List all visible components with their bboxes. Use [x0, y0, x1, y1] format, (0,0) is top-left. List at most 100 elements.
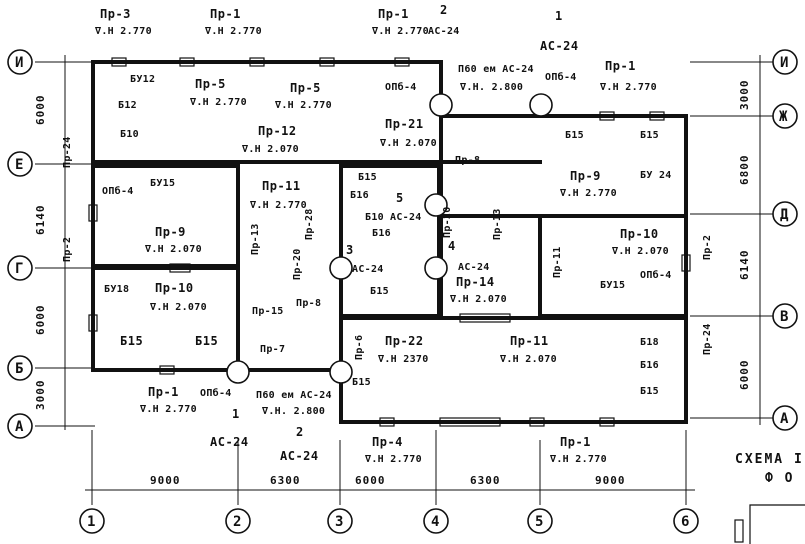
section-markers	[226, 93, 553, 384]
label-n2-top: 2	[440, 3, 448, 17]
label-opb4-top: ОПб-4	[545, 71, 577, 83]
label-b16b: Б16	[640, 360, 659, 371]
label-pr20-mid: Пр-20	[292, 248, 303, 280]
label-pr24-right: Пр-24	[702, 323, 713, 355]
label-pr5a: Пр-5	[195, 77, 226, 91]
label-pr14: Пр-14	[456, 275, 495, 289]
dim-left-2: 6140	[34, 205, 47, 236]
walls	[91, 60, 688, 424]
label-pr4-elev: ∇.Н 2.770	[364, 454, 422, 465]
openings	[88, 57, 691, 427]
axis-grid-horizontal	[35, 55, 775, 430]
label-bu12: БУ12	[130, 74, 155, 85]
dim-bottom-1: 9000	[150, 474, 181, 487]
label-pr3: Пр-3	[100, 7, 131, 21]
axis-right-zh: Ж	[779, 109, 788, 125]
label-pr3-elev: ∇.Н 2.770	[94, 26, 152, 37]
axis-2: 2	[233, 514, 241, 530]
axis-right-a: А	[780, 411, 789, 427]
label-b15-mid: Б15	[358, 172, 377, 183]
axis-left-g: Г	[15, 261, 23, 277]
label-pr7: Пр-7	[260, 344, 285, 355]
label-pr1-top: Пр-1	[210, 7, 241, 21]
label-n1-top: 1	[555, 9, 563, 23]
dim-bottom-4: 6300	[470, 474, 501, 487]
axis-left-b: Б	[15, 361, 23, 377]
label-b12: Б12	[118, 100, 137, 111]
inset-frame	[734, 504, 805, 544]
label-pr1-right: Пр-1	[605, 59, 636, 73]
label-pr12-elev: ∇.Н 2.070	[241, 144, 299, 155]
label-pr21: Пр-21	[385, 117, 424, 131]
label-pr11-right: Пр-11	[510, 334, 549, 348]
label-pr10-right-elev: ∇.Н 2.070	[611, 246, 669, 257]
label-pr10-left-elev: ∇.Н 2.070	[149, 302, 207, 313]
label-opb4-bot: ОПб-4	[200, 387, 232, 399]
label-opb4-left: ОПб-4	[102, 185, 134, 197]
label-vn2800: ∇.Н. 2.800	[459, 82, 523, 93]
label-pr20-right: Пр-20	[442, 206, 453, 238]
dim-bottom-3: 6000	[355, 474, 386, 487]
label-ac24-bot: АС-24	[210, 435, 249, 449]
label-pr8b: Пр-8	[296, 298, 321, 309]
label-b15-mid2: Б15	[370, 286, 389, 297]
label-pr9-right-elev: ∇.Н 2.770	[559, 188, 617, 199]
label-b15-left2: Б15	[195, 334, 218, 348]
label-pr28: Пр-28	[304, 208, 315, 240]
dim-right-3: 6140	[738, 250, 751, 281]
axis-5: 5	[535, 514, 543, 530]
label-pr14-elev: ∇.Н 2.070	[449, 294, 507, 305]
label-pr5a-elev: ∇.Н 2.770	[189, 97, 247, 108]
label-pr12: Пр-12	[258, 124, 297, 138]
label-b15-top: Б15	[565, 130, 584, 141]
label-b18: Б18	[640, 337, 659, 348]
label-ac24-mid3: АС-24	[458, 262, 490, 273]
label-ac24-mid2: АС-24	[352, 264, 384, 275]
label-pr1-bot-elev: ∇.Н 2.770	[139, 404, 197, 415]
label-ac24-top: АС-24	[428, 26, 460, 37]
dim-right-2: 6800	[738, 155, 751, 186]
label-pr11-right-elev: ∇.Н 2.070	[499, 354, 557, 365]
label-pr1-top2-elev: ∇.Н 2.770	[371, 26, 429, 37]
axis-bubbles	[7, 49, 798, 534]
axis-left-i: И	[15, 55, 23, 71]
dim-right-4: 6000	[738, 360, 751, 391]
label-pr4: Пр-4	[372, 435, 403, 449]
dim-left-1: 6000	[34, 95, 47, 126]
schema-caption: СХЕМА І	[735, 452, 804, 467]
label-pr9-left: Пр-9	[155, 225, 186, 239]
label-b15-3: Б15	[352, 377, 371, 388]
label-b10-mid: Б10	[365, 212, 384, 223]
axis-1: 1	[87, 514, 95, 530]
label-b15-top2: Б15	[640, 130, 659, 141]
label-pr10-right: Пр-10	[620, 227, 659, 241]
label-pr2-left: Пр-2	[62, 237, 73, 262]
label-pr1-top-elev: ∇.Н 2.770	[204, 26, 262, 37]
axis-3: 3	[335, 514, 343, 530]
axis-4: 4	[431, 514, 439, 530]
label-bu24: БУ 24	[640, 170, 672, 181]
label-b10: Б10	[120, 129, 139, 140]
label-pr22: Пр-22	[385, 334, 424, 348]
label-pr11-mid: Пр-11	[262, 179, 301, 193]
label-n1-bot: 1	[232, 407, 240, 421]
axis-left-a: А	[15, 419, 24, 435]
axis-right-v: В	[780, 309, 788, 325]
label-pr1-right-elev: ∇.Н 2.770	[599, 82, 657, 93]
label-pr5b-elev: ∇.Н 2.770	[274, 100, 332, 111]
label-opb4-right: ОПб-4	[640, 269, 672, 281]
label-p60: П60 ем АС-24	[458, 64, 534, 75]
dim-bottom-5: 9000	[595, 474, 626, 487]
label-ac24-mid: АС-24	[390, 212, 422, 223]
axis-left-e: Е	[15, 157, 23, 173]
label-opb4: ОПб-4	[385, 81, 417, 93]
axis-6: 6	[681, 514, 689, 530]
label-pr11-mid-elev: ∇.Н 2.770	[249, 200, 307, 211]
label-ac24-top2: АС-24	[540, 39, 579, 53]
label-pr9-left-elev: ∇.Н 2.070	[144, 244, 202, 255]
schema-caption-2: Ф О	[765, 471, 794, 486]
label-pr21-elev: ∇.Н 2.070	[379, 138, 437, 149]
label-pr13-mid: Пр-13	[250, 223, 261, 255]
label-pr15: Пр-15	[252, 306, 284, 317]
